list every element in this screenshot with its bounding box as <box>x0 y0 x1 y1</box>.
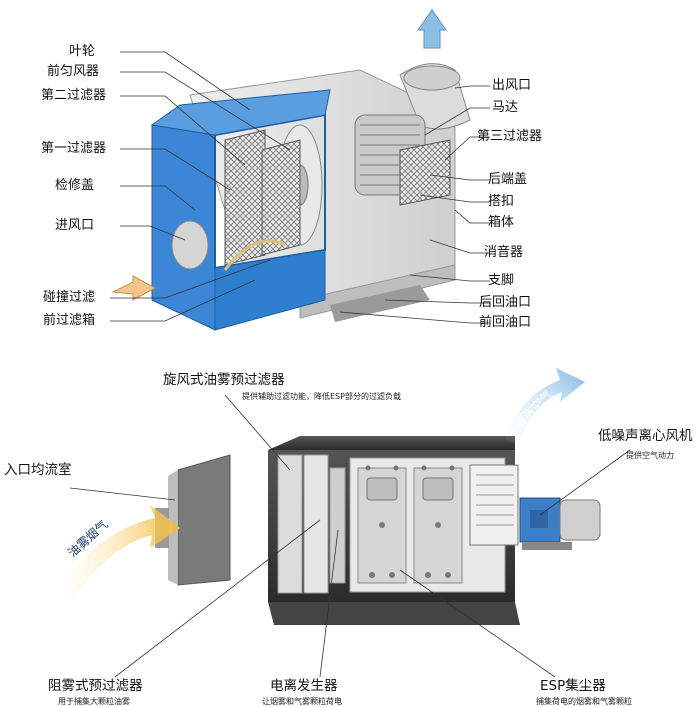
label-service-cover: 检修盖 <box>55 178 95 193</box>
clean-air-arrow-icon <box>505 368 585 445</box>
label-ionizer: 电离发生器 <box>270 678 338 694</box>
desc-low-noise-fan: 提供空气动力 <box>626 451 674 460</box>
desc-cyclone-prefilter: 提供辅助过滤功能，降低ESP部分的过滤负载 <box>242 392 401 401</box>
collision-inlet-arrow-icon <box>111 275 157 301</box>
bottom-leader-lines <box>69 394 631 678</box>
label-cabinet: 箱体 <box>488 215 515 230</box>
label-air-inlet: 进风口 <box>55 218 95 233</box>
label-inlet-chamber: 入口均流室 <box>4 462 72 478</box>
desc-esp-collector: 捕集荷电的烟雾和气雾颗粒 <box>536 697 632 706</box>
desc-mist-prefilter: 用于捕集大颗粒油雾 <box>58 697 130 706</box>
desc-ionizer: 让烟雾和气雾颗粒荷电 <box>262 697 342 706</box>
top-left-leader-lines <box>110 51 291 322</box>
top-collector-illustration <box>111 9 471 331</box>
label-impeller: 叶轮 <box>69 44 96 59</box>
label-rear-end-cover: 后端盖 <box>488 172 528 187</box>
label-silencer: 消音器 <box>484 245 524 260</box>
top-right-leader-lines <box>339 85 490 324</box>
label-collision-filter: 碰撞过滤 <box>43 290 96 305</box>
label-front-filter-box: 前过滤箱 <box>43 313 96 328</box>
exhaust-arrow-icon <box>417 9 447 49</box>
label-mist-prefilter: 阻雾式预过滤器 <box>48 678 143 694</box>
label-rear-oil-return: 后回油口 <box>479 295 532 310</box>
label-third-filter: 第三过滤器 <box>477 129 543 144</box>
oil-smoke-arrow-icon <box>56 505 180 600</box>
label-esp-collector: ESP集尘器 <box>540 678 606 694</box>
label-motor: 马达 <box>492 100 519 115</box>
label-low-noise-fan: 低噪声离心风机 <box>598 428 693 444</box>
label-air-outlet: 出风口 <box>492 78 532 93</box>
bottom-esp-illustration <box>56 368 601 625</box>
label-first-filter: 第一过滤器 <box>41 141 107 156</box>
label-support-foot: 支脚 <box>488 273 515 288</box>
label-cyclone-prefilter: 旋风式油雾预过滤器 <box>163 372 285 388</box>
label-front-oil-return: 前回油口 <box>479 315 532 330</box>
label-front-air-distributor: 前匀风器 <box>47 64 100 79</box>
label-clasp: 搭扣 <box>488 194 515 209</box>
label-second-filter: 第二过滤器 <box>41 88 107 103</box>
